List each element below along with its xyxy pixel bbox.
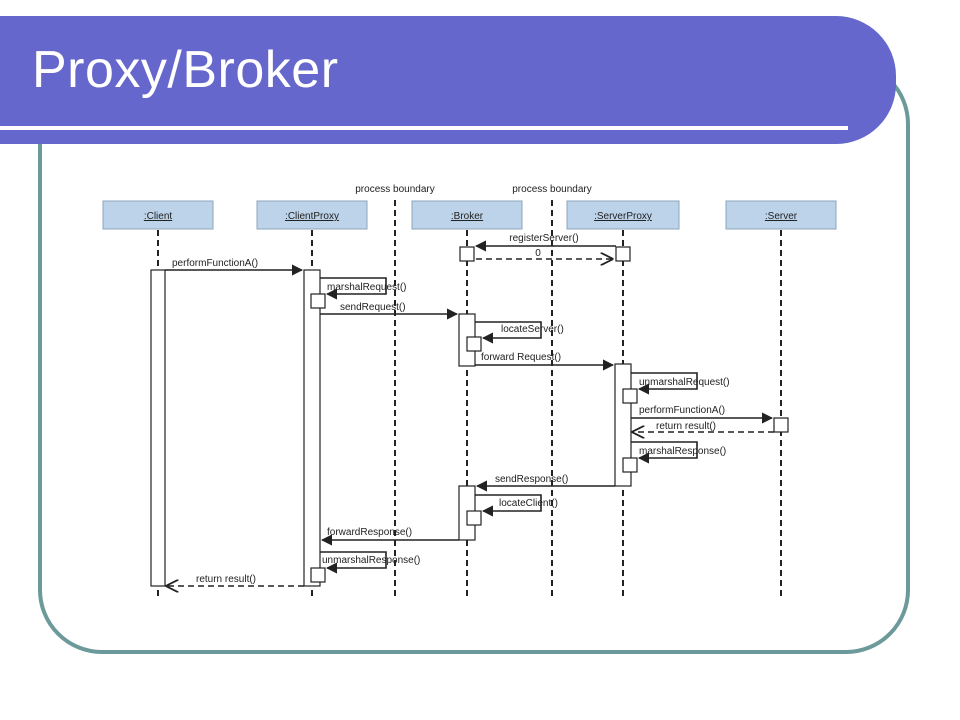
message-label: sendResponse() (495, 474, 568, 485)
svg-text::ClientProxy: :ClientProxy (285, 211, 339, 222)
message-label: 0 (535, 248, 541, 259)
activation-bar (310, 567, 326, 583)
message-label: registerServer() (509, 233, 578, 244)
boundary-label: process boundary (355, 184, 435, 195)
self-message-arrow (320, 277, 387, 300)
activation-bar (615, 246, 631, 262)
self-message-arrow (475, 321, 542, 344)
message-label: sendRequest() (340, 302, 406, 313)
message-label: performFunctionA() (639, 405, 725, 416)
self-message-arrow (475, 494, 542, 517)
slide-title: Proxy/Broker (32, 41, 339, 99)
activation-bar (150, 269, 166, 587)
self-message-arrow (320, 551, 387, 574)
lifeline-clientproxy: :ClientProxy (256, 200, 368, 230)
title-underline (0, 126, 848, 130)
activation-bar (466, 510, 482, 526)
message-label: locateServer() (501, 324, 564, 335)
message-label: unmarshalResponse() (322, 555, 420, 566)
self-message-arrow (631, 441, 698, 464)
lifeline-server: :Server (725, 200, 837, 230)
lifeline-client: :Client (102, 200, 214, 230)
svg-text::ServerProxy: :ServerProxy (594, 211, 652, 222)
activation-bar (466, 336, 482, 352)
message-label: performFunctionA() (172, 258, 258, 269)
activation-bar (459, 246, 475, 262)
message-label: forward Request() (481, 352, 561, 363)
message-label: return result() (196, 574, 256, 585)
message-label: unmarshalRequest() (639, 377, 730, 388)
lifeline-serverproxy: :ServerProxy (566, 200, 680, 230)
svg-text::Broker: :Broker (451, 211, 484, 222)
activation-bar (622, 457, 638, 473)
message-label: marshalResponse() (639, 446, 726, 457)
message-label: return result() (656, 421, 716, 432)
svg-text::Client: :Client (144, 211, 173, 222)
title-bar (0, 16, 896, 144)
lifeline-broker: :Broker (411, 200, 523, 230)
svg-text::Server: :Server (765, 211, 798, 222)
boundary-label: process boundary (512, 184, 592, 195)
activation-bar (622, 388, 638, 404)
message-label: locateClient() (499, 498, 558, 509)
activation-bar (310, 293, 326, 309)
self-message-arrow (631, 372, 698, 395)
activation-bar (773, 417, 789, 433)
message-label: forwardResponse() (327, 527, 412, 538)
activation-bar (303, 269, 321, 587)
message-label: marshalRequest() (327, 282, 406, 293)
